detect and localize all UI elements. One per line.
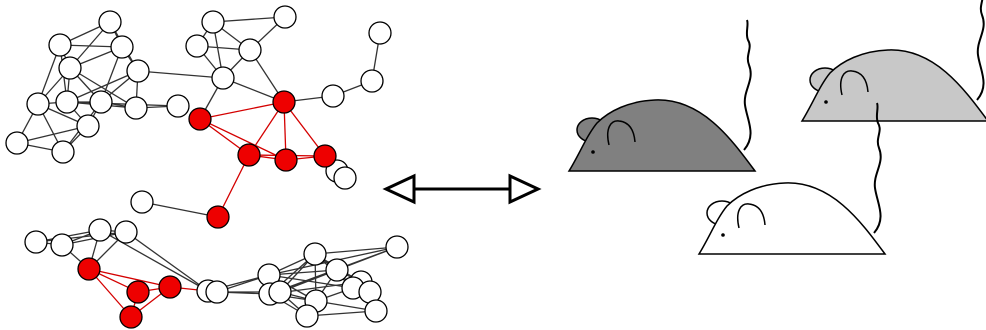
mouse-tail <box>976 0 985 101</box>
network-node <box>126 59 150 83</box>
network-edge <box>212 16 286 23</box>
network-node <box>130 190 154 214</box>
network-edge <box>125 231 209 292</box>
network-edge <box>66 101 179 107</box>
network-node <box>55 90 79 114</box>
dark-mouse <box>567 19 757 172</box>
highlighted-edge <box>88 268 171 288</box>
network-node <box>368 21 392 45</box>
light-mouse <box>800 0 986 122</box>
network-node <box>166 94 190 118</box>
network-node <box>110 35 134 59</box>
network-node <box>76 114 100 138</box>
mouse-ear <box>840 70 869 96</box>
mouse-body <box>567 99 757 172</box>
highlighted-node <box>77 257 101 281</box>
network-edge <box>66 70 139 103</box>
highlighted-node <box>237 143 261 167</box>
white-mouse <box>697 102 887 255</box>
double-headed-arrow-icon <box>382 173 542 205</box>
network-edge <box>137 70 224 79</box>
network-node <box>333 166 357 190</box>
network-node <box>385 235 409 259</box>
mouse-eye <box>721 233 725 237</box>
mouse-body <box>697 182 887 255</box>
highlighted-node <box>188 107 212 131</box>
network-node <box>205 280 229 304</box>
network-node <box>325 258 349 282</box>
mice-group <box>567 0 986 255</box>
network-node <box>211 66 235 90</box>
network-node <box>88 218 112 242</box>
mouse-ear <box>607 120 636 146</box>
network-node <box>5 131 29 155</box>
network-edge <box>141 201 219 218</box>
network-node <box>238 38 262 62</box>
network-node <box>185 34 209 58</box>
highlighted-node <box>313 144 337 168</box>
mouse-eye <box>591 150 595 154</box>
highlighted-node <box>206 205 230 229</box>
mouse-tail <box>873 102 882 234</box>
network-edge <box>268 274 354 289</box>
network-node <box>26 92 50 116</box>
network-node <box>268 280 292 304</box>
network-nodes <box>5 5 409 329</box>
network-node <box>360 69 384 93</box>
network-node <box>51 140 75 164</box>
network-edge <box>314 246 398 255</box>
network-node <box>50 233 74 257</box>
network-node <box>364 299 388 323</box>
network-node <box>295 304 319 328</box>
network-node <box>273 5 297 29</box>
network-node <box>24 230 48 254</box>
network-node <box>98 10 122 34</box>
network-node <box>201 10 225 34</box>
network-node <box>124 96 148 120</box>
network-node <box>303 242 327 266</box>
highlighted-node <box>158 275 182 299</box>
mouse-eye <box>824 100 828 104</box>
network-edge <box>69 67 137 109</box>
network-node <box>48 33 72 57</box>
network-node <box>114 220 138 244</box>
mouse-ear <box>737 203 766 229</box>
network-node <box>89 90 113 114</box>
highlighted-edge <box>199 101 285 120</box>
highlighted-node <box>119 305 143 329</box>
highlighted-node <box>272 90 296 114</box>
highlighted-edge <box>199 118 287 161</box>
network-node <box>321 84 345 108</box>
highlighted-node <box>274 148 298 172</box>
highlighted-node <box>126 280 150 304</box>
mouse-body <box>800 49 986 122</box>
network-edge <box>16 125 89 144</box>
mouse-tail <box>743 19 752 151</box>
network-node <box>58 56 82 80</box>
